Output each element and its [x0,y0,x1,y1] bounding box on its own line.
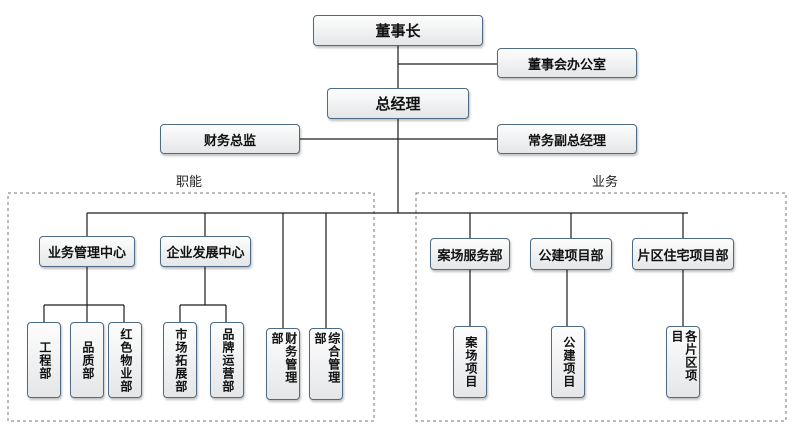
residential-dept-box: 片区住宅项目部 [632,238,734,270]
market-development-dept-box: 市场拓展部 [163,322,197,398]
finance-management-dept-box: 财务管理部 [266,328,300,400]
connector-lines [43,46,688,328]
case-service-dept-box: 案场服务部 [430,238,510,270]
quality-dept-box: 品质部 [70,322,104,398]
business-management-center-box: 业务管理中心 [39,236,135,267]
business-section-frame [415,192,787,422]
brand-operations-dept-box: 品牌运营部 [210,322,244,398]
functional-section-label: 职能 [176,175,203,190]
case-project-box: 案场项目 [453,326,487,398]
red-property-dept-box: 红色物业部 [108,322,142,398]
public-building-dept-box: 公建项目部 [530,238,612,270]
business-section-label: 业务 [592,175,619,190]
chairman-box: 董事长 [313,15,483,46]
district-projects-box: 各片区项目 [666,326,700,398]
enterprise-development-center-box: 企业发展中心 [160,236,251,267]
general-management-dept-box: 综合管理部 [309,328,343,400]
executive-deputy-gm-box: 常务副总经理 [497,124,637,154]
cfo-box: 财务总监 [160,124,300,154]
board-office-box: 董事会办公室 [497,48,637,78]
functional-section-frame [7,192,375,422]
general-manager-box: 总经理 [327,88,469,119]
public-building-project-box: 公建项目 [551,326,585,398]
engineering-dept-box: 工程部 [27,322,61,398]
